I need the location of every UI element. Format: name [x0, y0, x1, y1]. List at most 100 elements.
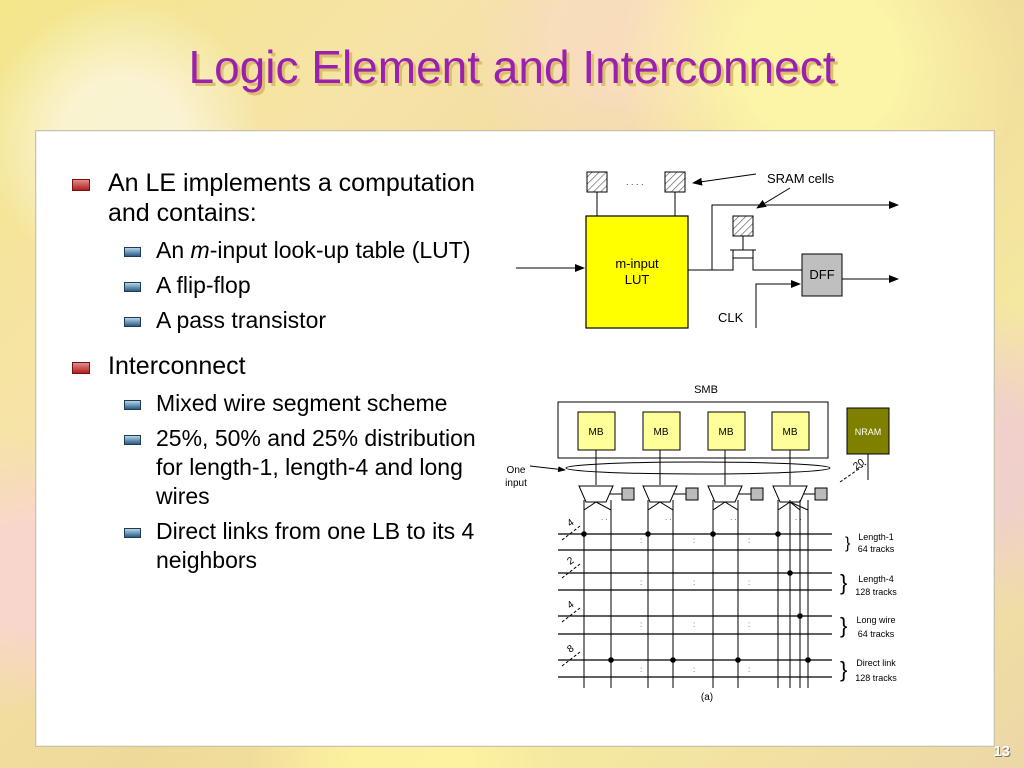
nram-bus-width: 20 [851, 457, 867, 473]
one-input-ellipse [565, 461, 831, 475]
mux-icon [578, 485, 614, 503]
track-group-count: 2 [565, 555, 576, 567]
track-dots: : [748, 578, 750, 587]
bullet-interconnect-text: Interconnect [108, 352, 246, 380]
slide-title: Logic Element and Interconnect [188, 41, 836, 93]
mux-dots: . . [795, 513, 802, 522]
track-name-1: Length-1 [858, 532, 894, 542]
track-group-count: 4 [565, 599, 576, 611]
mb-block-2: MB [642, 411, 681, 451]
sram-bit-icon [750, 487, 764, 501]
nram-label: NRAM [855, 427, 882, 437]
lut-box [585, 215, 689, 329]
sub-bullet-marker-icon [124, 528, 141, 538]
brace-icon: } [840, 570, 847, 595]
brace-icon: } [840, 613, 847, 638]
junction-dot [775, 531, 781, 537]
sub-bullet-marker-icon [124, 282, 141, 292]
mux-dots: . . [601, 513, 608, 522]
track-dots: : [640, 665, 642, 674]
track-dots: : [748, 536, 750, 545]
comb-output-arrow [688, 201, 899, 271]
sub-bullet-distribution: 25%, 50% and 25% distribution for length… [70, 424, 500, 511]
sub-bullet-lut-a: An [156, 237, 191, 263]
dff-box [801, 253, 843, 297]
junction-dot [787, 570, 793, 576]
track-name-2: Length-4 [858, 574, 894, 584]
track-dots: : [693, 665, 695, 674]
sub-bullet-direct-text: Direct links from one LB to its 4 neighb… [156, 518, 475, 573]
sram-cell-right [664, 171, 686, 193]
junction-dot [608, 657, 614, 663]
sub-bullet-marker-icon [124, 317, 141, 327]
mb-block-4: MB [771, 411, 810, 451]
bullet-list: An LE implements a computation and conta… [70, 168, 500, 581]
sram-bit-icon [621, 487, 635, 501]
sub-bullet-marker-icon [124, 247, 141, 257]
pass-transistor-icon [722, 249, 764, 271]
track-dots: : [640, 620, 642, 629]
clk-label: CLK [718, 310, 744, 325]
mux-icon [772, 485, 808, 503]
dff-label: DFF [809, 267, 834, 282]
sram-pointer-2 [756, 187, 791, 209]
sram-cells-label: SRAM cells [767, 171, 835, 186]
junction-dot [735, 657, 741, 663]
track-name-3: Long wire [856, 615, 895, 625]
sub-bullet-pass: A pass transistor [70, 306, 500, 335]
mux-fanout-wire [789, 501, 801, 511]
sram-bit-icon [685, 487, 699, 501]
mux-dots: . . [730, 513, 737, 522]
track-name-4: Direct link [856, 658, 896, 668]
diagram-caption: (a) [701, 692, 713, 703]
track-count-4: 128 tracks [855, 673, 897, 683]
brace-icon: } [845, 535, 851, 552]
track-dots: : [748, 665, 750, 674]
smb-interconnect-diagram: SMB MB MB MB MB NRAM 20 One input . .. .… [505, 384, 897, 703]
sub-bullet-ff: A flip-flop [70, 271, 500, 300]
lut-label-1: m-input [615, 256, 659, 271]
bullet-marker-icon [72, 362, 90, 374]
track-label-long: } Long wire 64 tracks [840, 613, 896, 639]
clk-wire [755, 280, 801, 328]
bullet-interconnect: Interconnect [70, 351, 500, 381]
one-input-label-1: One [507, 465, 526, 476]
mux-fanout-wire [595, 501, 612, 511]
mux-icon [642, 485, 678, 503]
mb-label-3: MB [719, 427, 734, 438]
mb-label-1: MB [589, 427, 604, 438]
brace-icon: } [840, 657, 847, 682]
junction-dot [581, 531, 587, 537]
sub-bullet-pass-text: A pass transistor [156, 307, 327, 333]
smb-label: SMB [694, 384, 718, 396]
bus-tick [561, 651, 581, 667]
mux-dots: . . [665, 513, 672, 522]
mux-fanout-wire [583, 501, 597, 511]
mux-fanout-wire [724, 501, 739, 511]
sub-bullet-lut-m: m [190, 237, 210, 263]
sub-bullet-marker-icon [124, 400, 141, 410]
sub-bullet-lut: An m-input look-up table (LUT) [70, 236, 500, 265]
page-number: 13 [993, 743, 1010, 760]
sub-bullet-ff-text: A flip-flop [156, 272, 251, 298]
mb-label-4: MB [783, 427, 798, 438]
track-dots: : [640, 578, 642, 587]
track-dots: : [693, 578, 695, 587]
mux-fanout-wire [789, 501, 809, 511]
junction-dot [645, 531, 651, 537]
mb-label-2: MB [654, 427, 669, 438]
logic-element-diagram: . . . . m-input LUT SRAM cells DFF CLK [516, 171, 899, 329]
sram-cell-mux [732, 215, 754, 237]
track-dots: : [640, 536, 642, 545]
track-count-3: 64 tracks [858, 629, 895, 639]
sub-bullet-mixed-text: Mixed wire segment scheme [156, 390, 448, 416]
mux-fanout-wire [647, 501, 661, 511]
lut-label-2: LUT [625, 272, 650, 287]
track-dots: : [693, 620, 695, 629]
junction-dot [670, 657, 676, 663]
mux-fanout-wire [712, 501, 726, 511]
bus-tick [561, 607, 581, 623]
track-count-1: 64 tracks [858, 544, 895, 554]
track-dots: : [693, 536, 695, 545]
sram-pointer-1 [692, 173, 757, 186]
